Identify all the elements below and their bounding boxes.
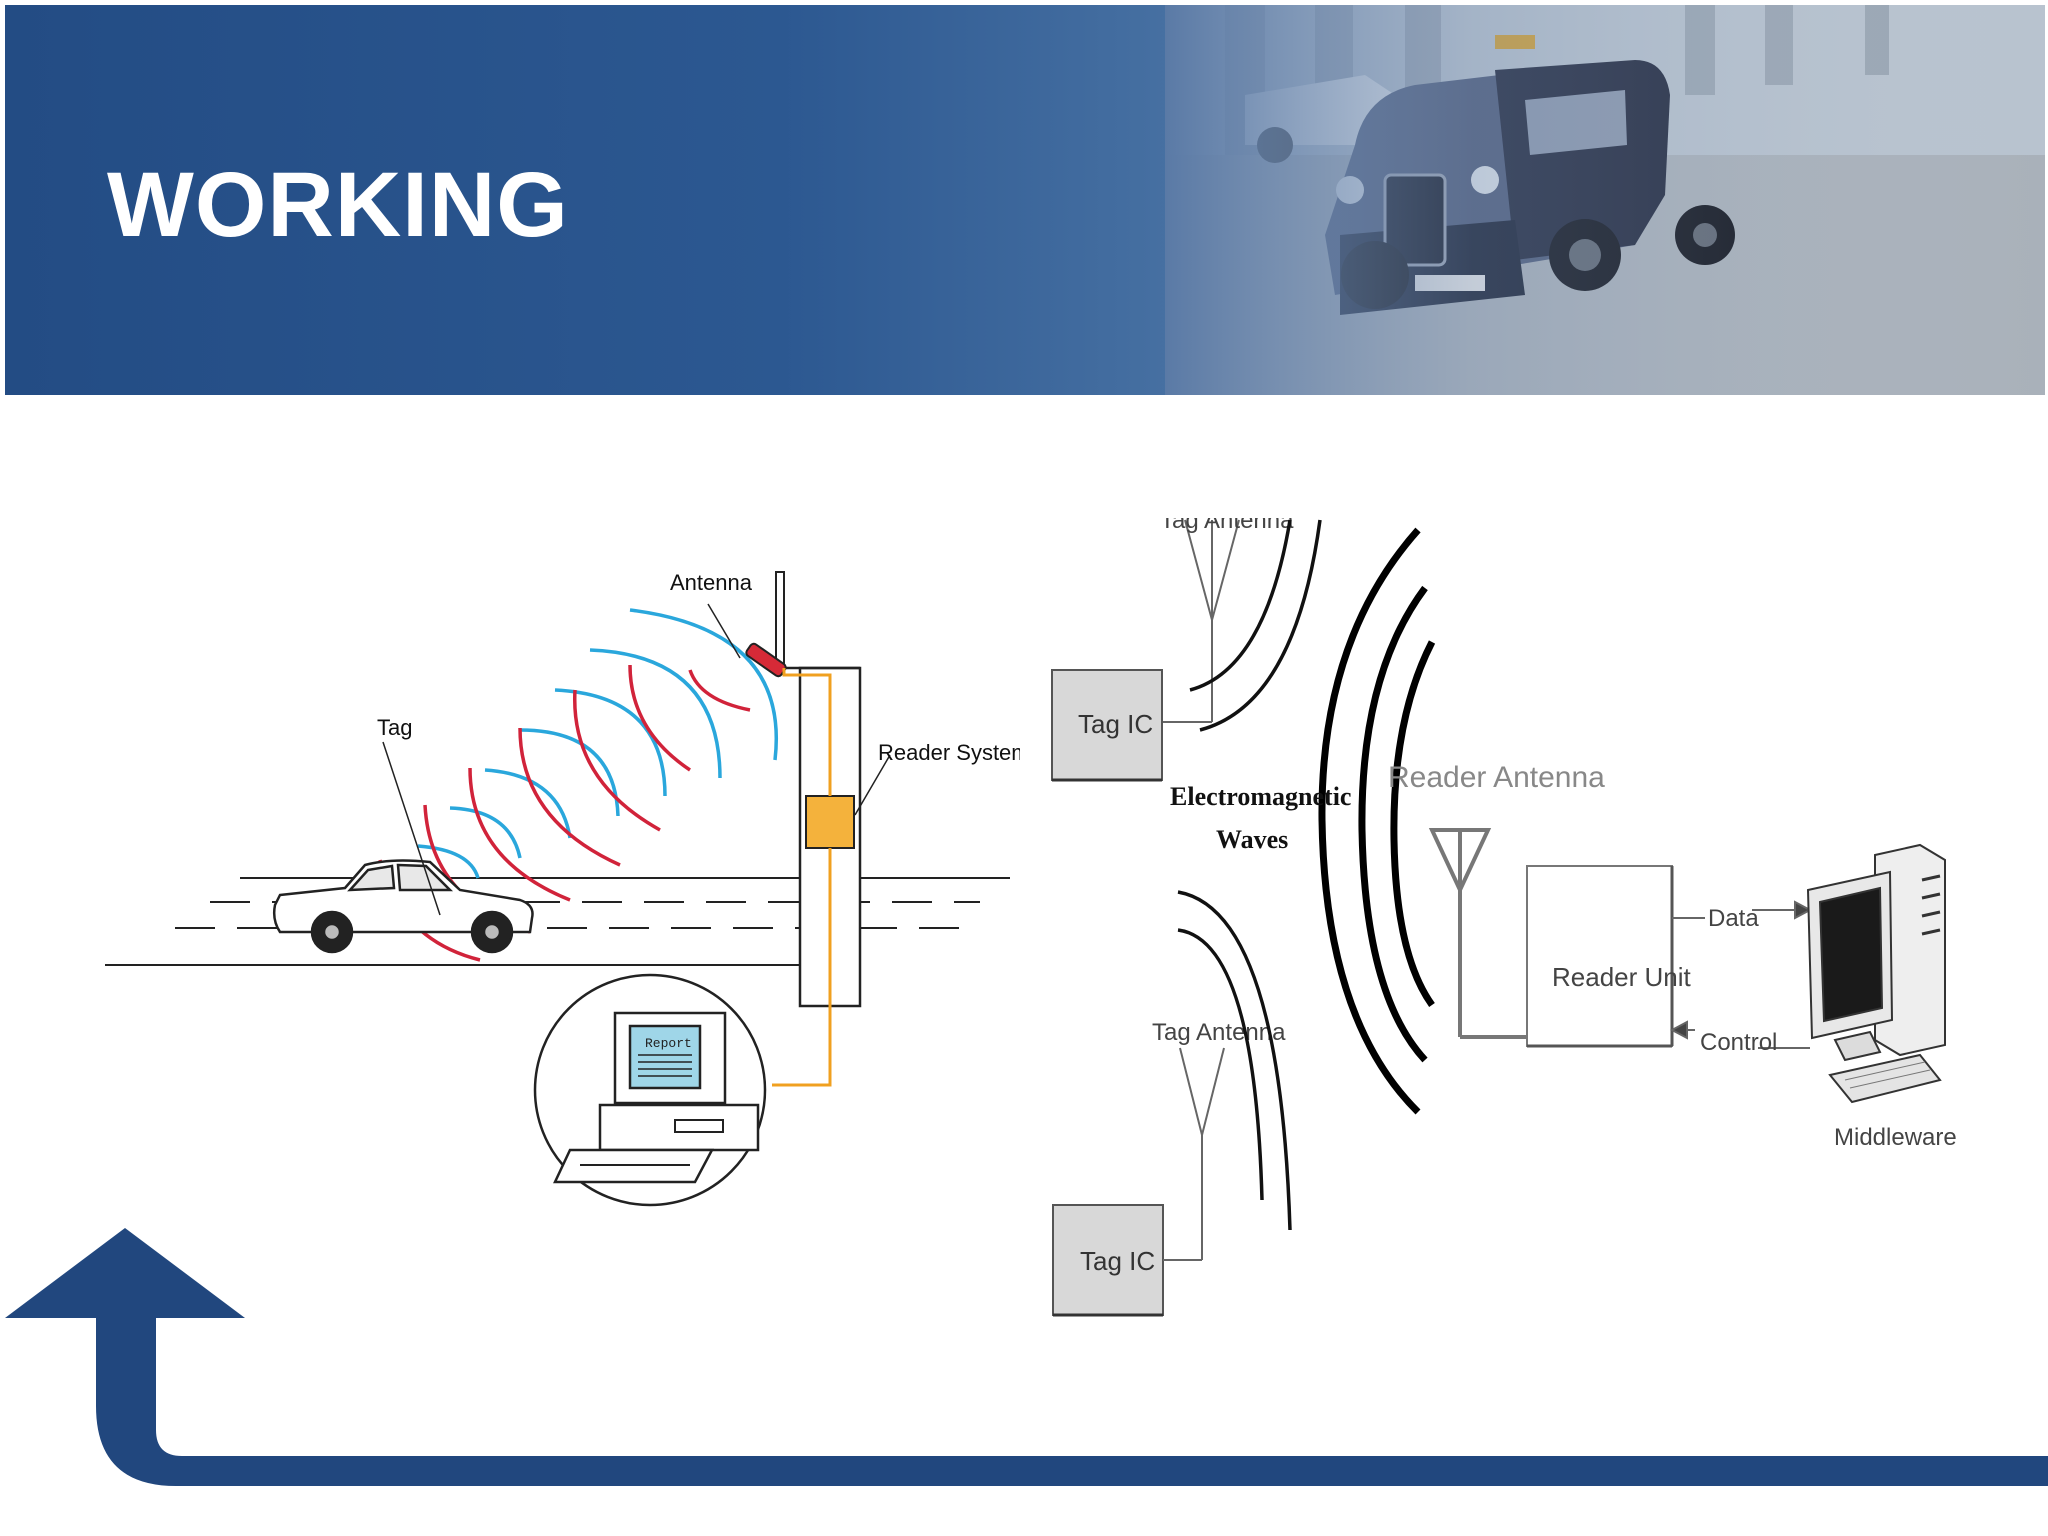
road (105, 877, 1010, 966)
antenna-icon (1428, 828, 1527, 1039)
data-arrow (1672, 900, 1813, 920)
reader-system-label: Reader System (878, 740, 1020, 765)
taxi-photo (1165, 5, 2045, 395)
toll-rfid-diagram: Report Antenna Tag Reader System (105, 570, 1020, 1207)
antenna-label: Antenna (670, 570, 753, 595)
tag-ic-top-label: Tag IC (1078, 709, 1153, 739)
tag-antenna-bottom-label: Tag Antenna (1152, 1019, 1286, 1046)
em-waves-label-line2: Waves (1216, 825, 1288, 854)
em-waves-label-line1: Electromagnetic (1170, 782, 1351, 811)
tag-emission-arcs (1177, 519, 1322, 1231)
slide-title: WORKING (107, 154, 569, 256)
computer-icon (533, 973, 767, 1207)
report-label: Report (645, 1036, 692, 1051)
header-banner: WORKING (5, 5, 2045, 395)
reader-unit-label: Reader Unit (1552, 962, 1692, 992)
rfid-system-diagram: Tag Antenna Tag IC Tag IC Tag Antenna El… (1051, 507, 1957, 1317)
arrow-shaft (96, 1316, 2048, 1486)
control-arrow (1669, 1020, 1810, 1049)
car-icon (272, 859, 534, 954)
reader-unit-box (1526, 865, 1674, 1048)
tag-antenna-top (1162, 519, 1240, 723)
reader-waves (417, 608, 778, 879)
tag-antenna-top-label: Tag Antenna (1160, 507, 1294, 534)
return-arrow (5, 1228, 2048, 1486)
electromagnetic-waves (1318, 527, 1436, 1115)
computer-icon (1806, 843, 1946, 1104)
arrow-head (5, 1228, 245, 1318)
middleware-label: Middleware (1834, 1124, 1957, 1151)
reader-antenna-label: Reader Antenna (1388, 761, 1605, 794)
reader-box (805, 795, 855, 849)
tag-ic-bottom-box (1052, 1204, 1164, 1317)
control-label: Control (1700, 1029, 1777, 1056)
tag-ic-bottom-label: Tag IC (1080, 1246, 1155, 1276)
tag-ic-top-box (1051, 669, 1163, 782)
data-label: Data (1708, 905, 1759, 932)
tag-antenna-bottom (1163, 1047, 1225, 1261)
reader-pole-icon (745, 571, 862, 1087)
tag-label: Tag (377, 715, 412, 740)
